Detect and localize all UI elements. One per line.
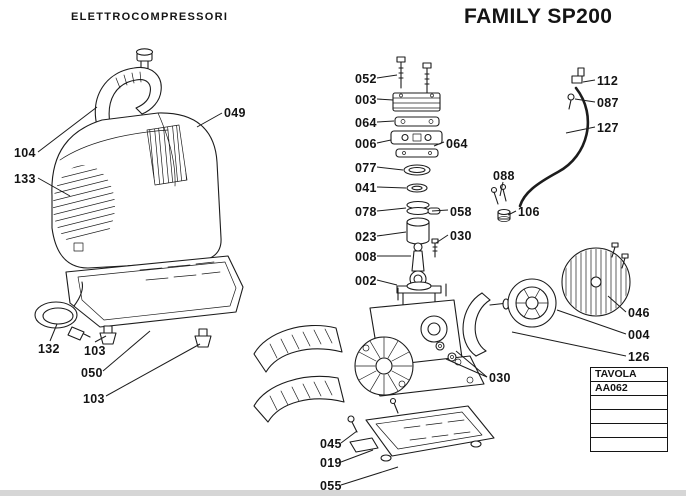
motor-shell-lower [253,375,345,423]
tavola-title: TAVOLA [591,368,667,382]
tavola-empty-row [591,396,667,410]
part-label-087: 087 [597,96,619,110]
part-label-078: 078 [355,205,377,219]
fan-004 [489,278,557,328]
tavola-code: AA062 [591,382,667,396]
motor-stator [354,336,414,396]
fitting-112 [571,67,585,84]
rubber-foot-right [194,328,212,348]
part-label-127: 127 [597,121,619,135]
part-label-088: 088 [493,169,515,183]
fan-cover-046 [561,247,631,317]
part-label-064-a: 064 [355,116,377,130]
part-label-052: 052 [355,72,377,86]
rubber-foot-left [99,325,117,345]
part-label-050: 050 [81,366,103,380]
part-label-132: 132 [38,342,60,356]
tavola-empty-row [591,410,667,424]
part-label-077: 077 [355,161,377,175]
part-label-112: 112 [597,74,619,88]
part-label-046: 046 [628,306,650,320]
handle-cap [135,48,154,71]
oring-077 [403,164,431,176]
connecting-rod-008 [409,242,427,288]
head-gasket-064-upper [394,116,440,127]
screw-087 [567,93,575,110]
screws-088 [490,183,507,205]
washers-030-lower [435,341,457,362]
compressor-assembly [34,48,244,348]
tavola-empty-row [591,424,667,438]
part-label-133: 133 [14,172,36,186]
part-label-058: 058 [450,205,472,219]
part-label-103-b: 103 [83,392,105,406]
part-label-049: 049 [224,106,246,120]
motor-shell-upper [253,324,343,373]
screw-045 [347,415,358,433]
exploded-view [253,56,631,462]
page-bottom-edge [0,490,686,496]
fan-shroud-126 [462,292,491,357]
part-label-126: 126 [628,350,650,364]
part-label-055: 055 [320,479,342,493]
fitting-106 [497,208,511,222]
tavola-empty-row [591,438,667,451]
part-label-023: 023 [355,230,377,244]
gasket-064-lower [395,148,439,158]
part-label-103-a: 103 [84,344,106,358]
air-tube-127 [518,86,590,208]
part-label-030-b: 030 [489,371,511,385]
leader-lines [37,74,627,486]
brand-text: ELETTROCOMPRESSORI [71,11,229,23]
valve-plate-006 [390,130,443,145]
carry-handle [94,66,162,127]
part-label-104: 104 [14,146,36,160]
part-label-008: 008 [355,250,377,264]
part-label-002: 002 [355,274,377,288]
part-label-006: 006 [355,137,377,151]
seal-ring-041 [406,183,428,193]
body-shell [51,112,222,269]
part-label-064-b: 064 [446,137,468,151]
tavola-table: TAVOLA AA062 [590,367,668,452]
bolt-030-upper [431,238,439,258]
part-label-045: 045 [320,437,342,451]
part-label-004: 004 [628,328,650,342]
base-plate-055 [365,397,495,462]
base-tray [65,255,244,328]
part-label-041: 041 [355,181,377,195]
part-label-019: 019 [320,456,342,470]
cover-bolts [611,242,629,269]
part-label-003: 003 [355,93,377,107]
head-bolts-052 [396,56,432,95]
part-label-106: 106 [518,205,540,219]
cylinder-head-003 [392,92,441,112]
power-cord [34,281,91,341]
page-title: FAMILY SP200 [464,5,613,28]
part-label-030-a: 030 [450,229,472,243]
piston-rings-078 [406,200,430,216]
plate-019 [349,437,379,453]
vent-fins [146,124,188,186]
intake-grille [53,165,115,246]
piston-023 [406,217,430,245]
